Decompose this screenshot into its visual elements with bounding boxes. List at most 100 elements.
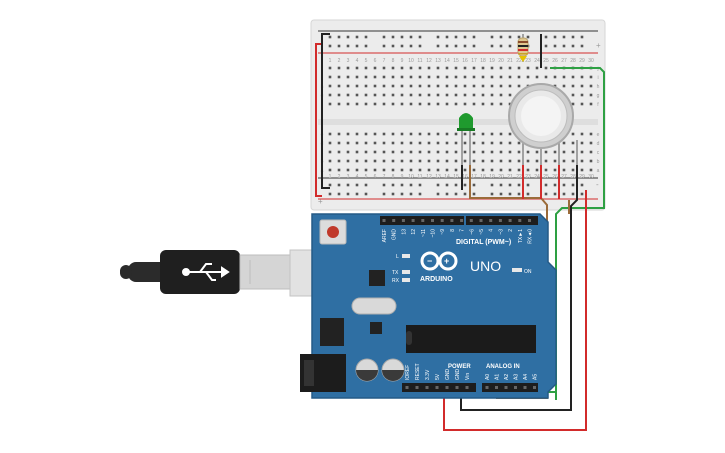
breadboard-hole[interactable] (391, 132, 395, 136)
breadboard-hole[interactable] (463, 102, 467, 106)
breadboard-hole[interactable] (490, 102, 494, 106)
breadboard-hole[interactable] (418, 102, 422, 106)
wire-red-left-rail[interactable] (315, 43, 322, 197)
rail-hole[interactable] (400, 192, 404, 196)
rail-hole[interactable] (400, 44, 404, 48)
breadboard-hole[interactable] (427, 66, 431, 70)
breadboard-hole[interactable] (499, 84, 503, 88)
breadboard-hole[interactable] (562, 168, 566, 172)
header-pin[interactable] (518, 219, 522, 222)
rail-hole[interactable] (418, 192, 422, 196)
breadboard-hole[interactable] (445, 141, 449, 145)
breadboard-hole[interactable] (337, 168, 341, 172)
header-pin[interactable] (431, 219, 434, 222)
breadboard-hole[interactable] (445, 93, 449, 97)
breadboard-hole[interactable] (454, 102, 458, 106)
breadboard-hole[interactable] (562, 150, 566, 154)
breadboard-hole[interactable] (346, 102, 350, 106)
breadboard-hole[interactable] (472, 102, 476, 106)
breadboard-hole[interactable] (427, 141, 431, 145)
breadboard-hole[interactable] (337, 75, 341, 79)
breadboard-hole[interactable] (337, 150, 341, 154)
rail-hole[interactable] (436, 44, 440, 48)
breadboard-hole[interactable] (508, 84, 512, 88)
rail-hole[interactable] (328, 44, 332, 48)
breadboard-hole[interactable] (589, 93, 593, 97)
header-pin[interactable] (495, 386, 498, 389)
breadboard-hole[interactable] (346, 66, 350, 70)
rail-hole[interactable] (544, 44, 548, 48)
breadboard-hole[interactable] (337, 141, 341, 145)
breadboard-hole[interactable] (490, 84, 494, 88)
breadboard-hole[interactable] (427, 150, 431, 154)
rail-hole[interactable] (445, 183, 449, 187)
breadboard-hole[interactable] (490, 75, 494, 79)
breadboard-hole[interactable] (526, 168, 530, 172)
breadboard-hole[interactable] (580, 132, 584, 136)
breadboard-hole[interactable] (508, 150, 512, 154)
rail-hole[interactable] (553, 183, 557, 187)
breadboard-hole[interactable] (580, 93, 584, 97)
rail-hole[interactable] (346, 192, 350, 196)
rail-hole[interactable] (553, 192, 557, 196)
rail-hole[interactable] (445, 44, 449, 48)
breadboard-hole[interactable] (454, 93, 458, 97)
header-pin[interactable] (401, 219, 405, 222)
breadboard-hole[interactable] (580, 84, 584, 88)
led-icon[interactable] (457, 113, 475, 165)
breadboard-hole[interactable] (436, 168, 440, 172)
breadboard-hole[interactable] (508, 66, 512, 70)
breadboard-hole[interactable] (364, 102, 368, 106)
breadboard-hole[interactable] (544, 66, 548, 70)
rail-hole[interactable] (571, 35, 575, 39)
breadboard-hole[interactable] (535, 159, 539, 163)
breadboard-hole[interactable] (526, 150, 530, 154)
header-pin[interactable] (485, 386, 489, 389)
rail-hole[interactable] (463, 44, 467, 48)
rail-hole[interactable] (580, 183, 584, 187)
rail-hole[interactable] (328, 192, 332, 196)
breadboard-hole[interactable] (391, 141, 395, 145)
breadboard-hole[interactable] (355, 66, 359, 70)
breadboard-hole[interactable] (580, 141, 584, 145)
breadboard-hole[interactable] (490, 132, 494, 136)
breadboard-hole[interactable] (454, 168, 458, 172)
rail-hole[interactable] (517, 35, 521, 39)
breadboard-hole[interactable] (562, 159, 566, 163)
breadboard-hole[interactable] (436, 93, 440, 97)
breadboard-hole[interactable] (418, 84, 422, 88)
breadboard-hole[interactable] (571, 102, 575, 106)
breadboard-hole[interactable] (427, 75, 431, 79)
rail-hole[interactable] (436, 192, 440, 196)
rail-hole[interactable] (391, 35, 395, 39)
breadboard-hole[interactable] (589, 159, 593, 163)
breadboard-hole[interactable] (517, 141, 521, 145)
breadboard-hole[interactable] (373, 66, 377, 70)
header-pin[interactable] (405, 386, 409, 389)
breadboard-hole[interactable] (364, 150, 368, 154)
reset-button-cap[interactable] (327, 226, 339, 238)
breadboard-hole[interactable] (337, 159, 341, 163)
breadboard-hole[interactable] (373, 84, 377, 88)
rail-hole[interactable] (580, 44, 584, 48)
breadboard-hole[interactable] (463, 84, 467, 88)
breadboard-hole[interactable] (490, 150, 494, 154)
rail-hole[interactable] (562, 44, 566, 48)
breadboard-hole[interactable] (454, 75, 458, 79)
rail-hole[interactable] (418, 44, 422, 48)
rail-hole[interactable] (472, 44, 476, 48)
breadboard-hole[interactable] (436, 150, 440, 154)
rail-hole[interactable] (526, 35, 530, 39)
breadboard-hole[interactable] (445, 75, 449, 79)
breadboard-hole[interactable] (472, 168, 476, 172)
breadboard-hole[interactable] (499, 150, 503, 154)
breadboard-hole[interactable] (589, 102, 593, 106)
header-pin[interactable] (455, 386, 459, 389)
breadboard-hole[interactable] (418, 150, 422, 154)
rail-hole[interactable] (499, 192, 503, 196)
breadboard-hole[interactable] (328, 102, 332, 106)
breadboard-hole[interactable] (382, 150, 386, 154)
breadboard-hole[interactable] (382, 132, 386, 136)
breadboard-hole[interactable] (364, 75, 368, 79)
breadboard-hole[interactable] (571, 84, 575, 88)
